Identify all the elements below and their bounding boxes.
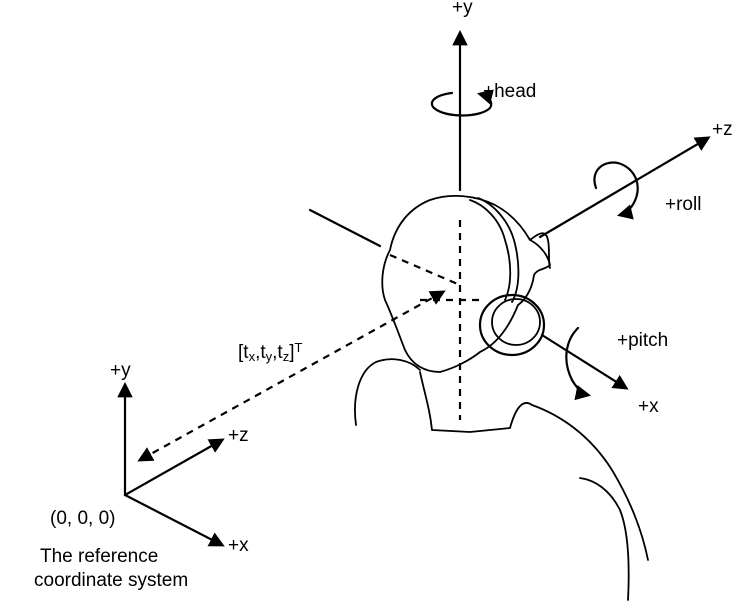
ref-axis-z-label: +z xyxy=(228,425,249,446)
translation-label: [tx,ty,tz]T xyxy=(238,340,302,364)
ref-axis-z xyxy=(123,438,225,497)
ref-axis-y-label: +y xyxy=(110,360,131,381)
translation-dashed-arrow xyxy=(137,290,446,462)
translation-vector: [tx,ty,tz]T xyxy=(137,290,446,462)
head-rotation-label: +head xyxy=(483,81,536,102)
head-outline xyxy=(381,195,551,373)
neck-outline xyxy=(419,371,533,433)
pitch-rotation-label: +pitch xyxy=(617,330,668,351)
face-side-outline xyxy=(529,232,551,269)
roll-rotation-label: +roll xyxy=(665,194,701,215)
reference-caption-line1: The reference xyxy=(40,546,158,567)
head-center-horizontal-dashed xyxy=(389,253,461,287)
reference-caption-line2: coordinate system xyxy=(34,570,188,591)
roll-rotation-arrow xyxy=(593,161,639,220)
headphone-earcup-inner xyxy=(491,298,541,346)
pitch-rotation-arrow xyxy=(565,326,592,401)
ref-axis-x xyxy=(123,493,225,547)
head-axis-y-back xyxy=(308,208,382,248)
origin-label: (0, 0, 0) xyxy=(50,508,115,529)
head-axis-x xyxy=(540,333,629,390)
head-axis-z-label: +z xyxy=(712,119,733,140)
head-figure xyxy=(354,195,649,601)
headphone-earcup xyxy=(478,293,546,357)
head-rotation-arrow xyxy=(430,89,494,117)
head-axis-z xyxy=(538,136,711,239)
ref-axis-x-label: +x xyxy=(228,535,249,556)
head-axis-x-label: +x xyxy=(638,396,659,417)
reference-axes: +y +z +x (0, 0, 0) The reference coordin… xyxy=(34,360,249,591)
head-axes: +y +head +z +roll +pitch +x xyxy=(308,0,733,417)
head-axis-y-label: +y xyxy=(452,0,473,18)
shoulders-outline xyxy=(354,358,649,601)
headphone-band xyxy=(469,197,520,303)
